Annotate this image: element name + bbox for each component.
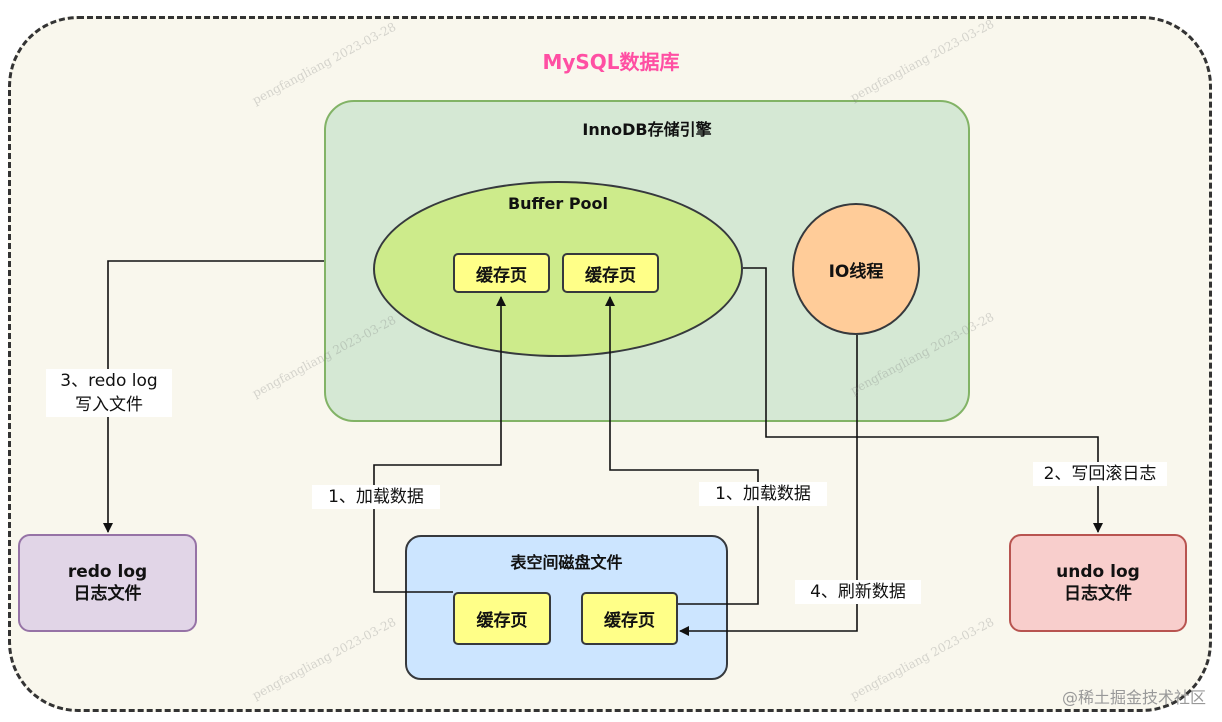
tablespace-title: 表空间磁盘文件 [510,553,623,572]
site-watermark: @稀土掘金技术社区 [1061,688,1206,707]
undo-log-file-box: undo log 日志文件 [1009,534,1187,632]
step3-redo-label: 3、redo log 写入文件 [46,369,172,417]
io-thread-circle: IO线程 [792,203,920,335]
redo-log-line2: 日志文件 [73,584,142,604]
step1-load-label-right: 1、加载数据 [699,482,827,506]
step2-undo-label: 2、写回滚日志 [1033,462,1167,486]
redo-arrow [103,260,324,533]
disk-cache-page-2: 缓存页 [581,592,678,645]
buffer-pool-cache-page-1: 缓存页 [453,253,550,293]
load-arrow-left [373,296,506,593]
buffer-pool-cache-page-2: 缓存页 [562,253,659,293]
undo-log-line2: 日志文件 [1064,584,1132,604]
redo-log-file-box: redo log 日志文件 [18,534,197,632]
buffer-pool-title: Buffer Pool [507,194,609,213]
load-arrow-right [605,296,759,605]
step3-line1: 3、redo log [60,371,158,391]
buffer-pool-ellipse [373,181,743,357]
step3-line2: 写入文件 [75,395,143,415]
redo-log-line1: redo log [67,562,148,582]
flush-arrow [679,335,858,636]
step1-load-label-left: 1、加载数据 [312,485,440,509]
undo-log-line1: undo log [1056,562,1140,582]
innodb-title: InnoDB存储引擎 [582,120,712,139]
disk-cache-page-1: 缓存页 [453,592,551,645]
step4-flush-label: 4、刷新数据 [795,580,921,604]
mysql-title: MySQL数据库 [542,50,680,74]
